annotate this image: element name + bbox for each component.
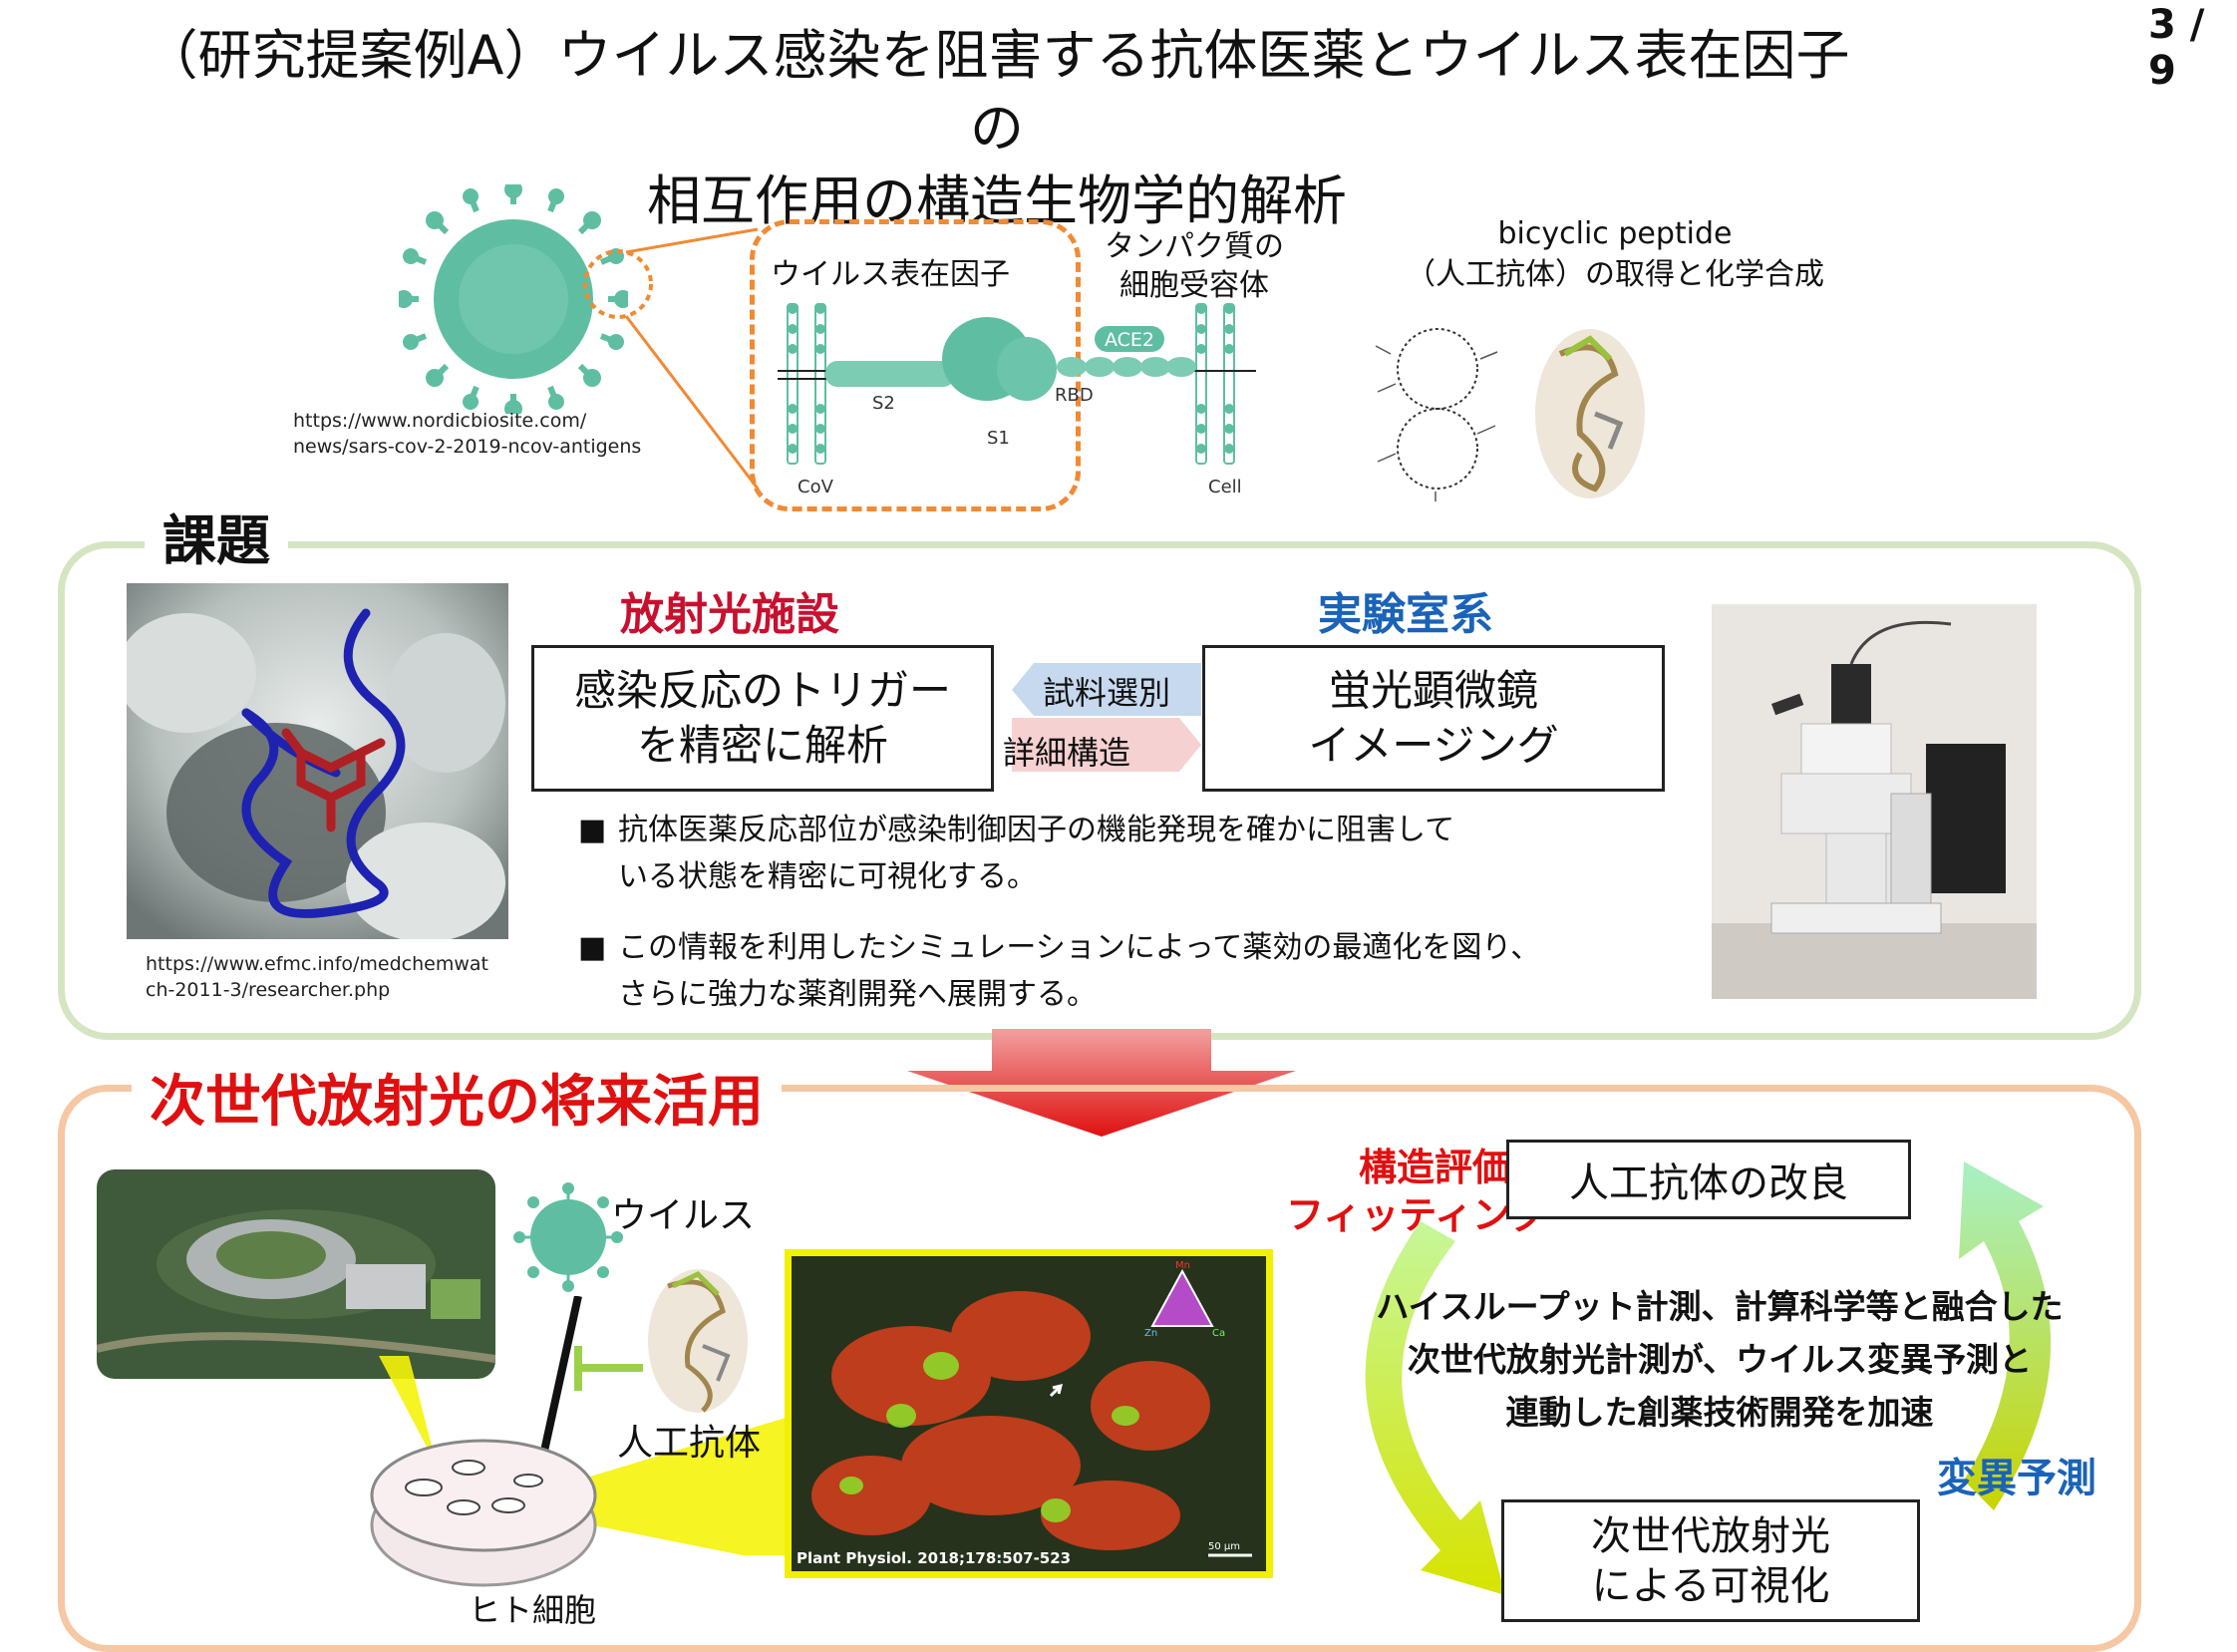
peptide-line-2: （人工抗体）の取得と化学合成 <box>1406 256 1824 292</box>
small-virus-icon <box>513 1182 623 1292</box>
rbd-label: RBD <box>1055 385 1094 406</box>
cycle-arrows <box>1365 1161 2052 1595</box>
cycle-description: ハイスループット計測、計算科学等と融合した 次世代放射光計測が、ウイルス変異予測… <box>1376 1287 2064 1432</box>
sample-selection-label: 試料選別 <box>1043 674 1171 712</box>
cov-label: CoV <box>798 477 834 497</box>
page-title: （研究提案例A）ウイルス感染を阻害する抗体医薬とウイルス表在因子の 相互作用の構… <box>140 20 1854 238</box>
bullet-text-1: 抗体医薬反応部位が感染制御因子の機能発現を確かに阻害して いる状態を精密に可視化… <box>618 813 1455 894</box>
fluorescence-micrograph: Mn Zn Ca Plant Physiol. 2018;178:507-523… <box>792 1256 1266 1571</box>
synchrotron-aerial-image <box>97 1169 495 1379</box>
s2-label: S2 <box>872 393 895 414</box>
title-line-1: （研究提案例A）ウイルス感染を阻害する抗体医薬とウイルス表在因子の <box>144 24 1850 160</box>
bullet-item-1: ■ 抗体医薬反応部位が感染制御因子の機能発現を確かに阻害して いる状態を精密に可… <box>578 808 1575 900</box>
spike-receptor-schematic: ACE2 S2 S1 RBD CoV Cell <box>778 303 1256 497</box>
fluorescence-image: Mn Zn Ca Plant Physiol. 2018;178:507-523… <box>785 1249 1273 1578</box>
peptide-heading: bicyclic peptide （人工抗体）の取得と化学合成 <box>1376 214 1854 295</box>
surface-factor-label: ウイルス表在因子 <box>771 257 1010 292</box>
virus-credit: https://www.nordicbiosite.com/ news/sars… <box>293 410 642 458</box>
zoom-callout <box>583 227 760 490</box>
detailed-structure-label: 詳細構造 <box>1003 734 1131 772</box>
bullet-mark: ■ <box>578 930 607 965</box>
future-heading: 次世代放射光の将来活用 <box>132 1057 782 1138</box>
page-number: 3 / 9 <box>2148 2 2205 94</box>
facility-label: 放射光施設 <box>620 589 839 640</box>
visualization-box: 次世代放射光 による可視化 <box>1501 1499 1920 1622</box>
antibody-improvement-box: 人工抗体の改良 <box>1506 1140 1911 1219</box>
petri-dish <box>370 1439 597 1587</box>
cell-label: Cell <box>1208 477 1242 497</box>
bullet-item-2: ■ この情報を利用したシミュレーションによって薬効の最適化を図り、 さらに強力な… <box>578 925 1575 1018</box>
kadai-heading: 課題 <box>145 496 288 575</box>
human-cell-label: ヒト細胞 <box>469 1591 597 1629</box>
fluorescence-box: 蛍光顕微鏡 イメージング <box>1202 645 1665 792</box>
lab-label: 実験室系 <box>1318 589 1493 640</box>
bicyclic-peptide-structure <box>1375 328 1645 501</box>
scale-bar-label: 50 μm <box>1208 1541 1240 1552</box>
artificial-antibody-icon <box>648 1269 748 1413</box>
trigger-analysis-box: 感染反応のトリガー を精密に解析 <box>531 645 994 792</box>
bullet-text-2: この情報を利用したシミュレーションによって薬効の最適化を図り、 さらに強力な薬剤… <box>618 930 1541 1012</box>
exchange-arrows <box>1012 663 1201 772</box>
tri-top-label: Mn <box>1175 1260 1190 1271</box>
peptide-line-1: bicyclic peptide <box>1497 216 1733 251</box>
structure-credit: https://www.efmc.info/medchemwat ch-2011… <box>146 953 489 1001</box>
bullet-mark: ■ <box>578 813 607 847</box>
micrograph-credit: Plant Physiol. 2018;178:507-523 <box>797 1549 1071 1567</box>
ace2-label: ACE2 <box>1105 329 1154 351</box>
mutation-prediction-label: 変異予測 <box>1937 1456 2096 1501</box>
s1-label: S1 <box>987 428 1010 449</box>
down-arrow <box>907 1029 1296 1137</box>
virus-label: ウイルス <box>611 1195 756 1236</box>
virus-illustration <box>399 184 628 414</box>
binding-site-structure <box>127 583 508 939</box>
microscope-photo <box>1712 604 2037 999</box>
antibody-label: 人工抗体 <box>617 1423 762 1464</box>
receptor-label: タンパク質の 細胞受容体 <box>1105 229 1284 303</box>
tri-right-label: Ca <box>1212 1328 1225 1339</box>
tri-left-label: Zn <box>1144 1328 1157 1339</box>
